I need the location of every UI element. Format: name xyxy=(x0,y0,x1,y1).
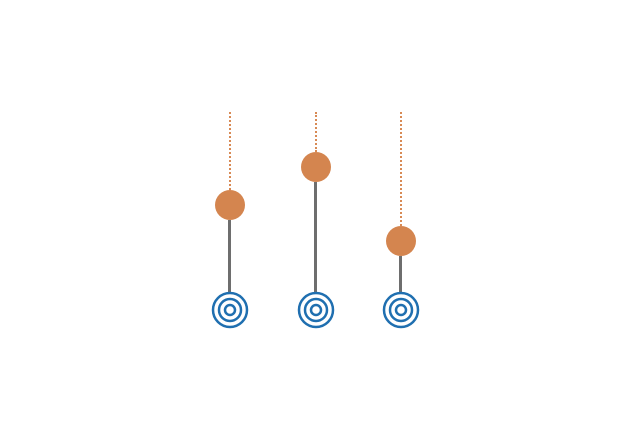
slider-track-remaining xyxy=(315,112,317,153)
slider-track-remaining xyxy=(400,112,402,226)
slider-track-filled xyxy=(228,220,231,292)
slider-track-filled xyxy=(399,255,402,292)
slider-handle[interactable] xyxy=(301,152,331,183)
vertical-slider-1[interactable] xyxy=(210,112,250,329)
vertical-slider-2[interactable] xyxy=(296,112,336,329)
slider-track-filled xyxy=(314,182,317,292)
target-icon xyxy=(211,291,249,329)
target-icon xyxy=(297,291,335,329)
slider-handle[interactable] xyxy=(215,190,245,221)
slider-handle[interactable] xyxy=(386,225,416,256)
slider-track-remaining xyxy=(229,112,231,191)
target-icon xyxy=(382,291,420,329)
vertical-slider-3[interactable] xyxy=(381,112,421,329)
